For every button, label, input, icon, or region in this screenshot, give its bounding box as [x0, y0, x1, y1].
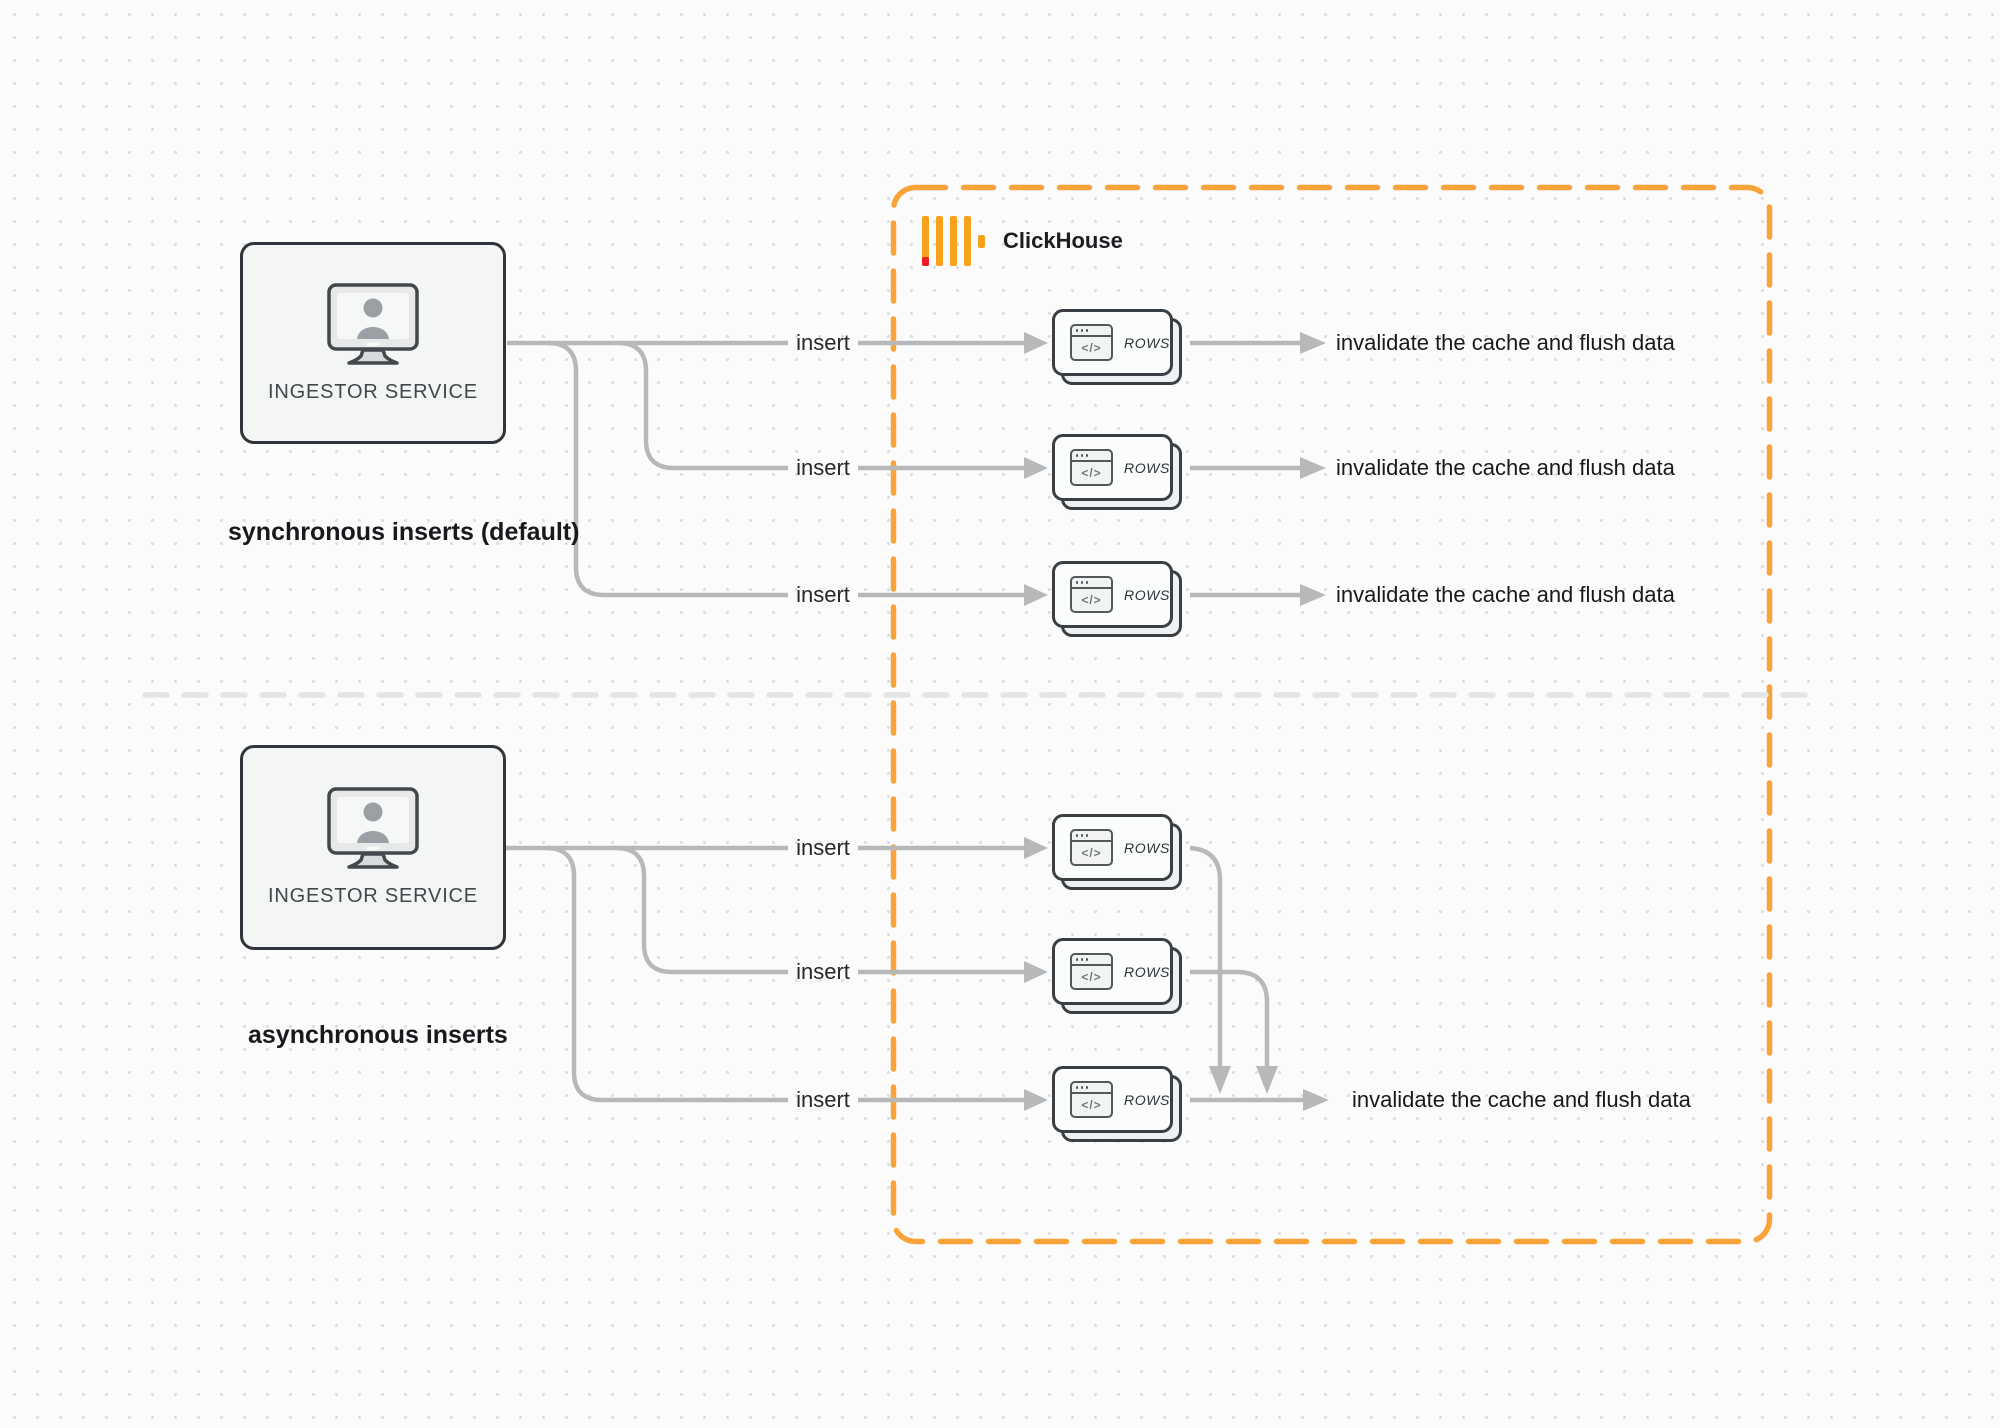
connector-lines	[505, 340, 1303, 1103]
service-label: INGESTOR SERVICE	[268, 380, 478, 403]
rows-label: ROWS	[1124, 963, 1170, 980]
arrowhead	[1024, 332, 1048, 354]
async-line-2-pre	[615, 845, 788, 975]
code-window-icon: </>	[1070, 953, 1113, 990]
invalidate-label: invalidate the cache and flush data	[1336, 582, 1675, 607]
rows-batch: </> ROWS	[1052, 1066, 1182, 1142]
service-label: INGESTOR SERVICE	[268, 885, 478, 907]
insert-label: insert	[796, 959, 850, 984]
code-window-icon: </>	[1070, 829, 1113, 866]
invalidate-label: invalidate the cache and flush data	[1336, 455, 1675, 480]
arrowheads	[1024, 332, 1329, 1111]
arrowhead	[1300, 457, 1326, 479]
arrowhead-down	[1256, 1066, 1278, 1094]
insert-label: insert	[796, 835, 850, 860]
user-icon	[363, 802, 383, 822]
async-line-3-pre	[545, 845, 788, 1103]
code-glyph: </>	[1081, 593, 1102, 607]
async-merge-line-1	[1189, 845, 1223, 1066]
code-glyph: </>	[1081, 970, 1102, 984]
arrowhead	[1024, 1089, 1048, 1111]
code-glyph: </>	[1081, 341, 1102, 355]
arrowhead	[1024, 837, 1048, 859]
code-window-icon: </>	[1070, 449, 1113, 486]
monitor-user-icon	[327, 282, 419, 365]
rows-label: ROWS	[1124, 839, 1170, 856]
monitor-user-icon	[327, 787, 419, 869]
invalidate-label: invalidate the cache and flush data	[1352, 1087, 1691, 1112]
arrowhead	[1024, 584, 1048, 606]
clickhouse-logo: ClickHouse	[922, 216, 1123, 266]
insert-label: insert	[796, 330, 850, 355]
clickhouse-boundary	[890, 184, 1773, 1245]
arrowhead	[1300, 584, 1326, 606]
code-window-icon: </>	[1070, 576, 1113, 613]
insert-label: insert	[796, 455, 850, 480]
arrowhead	[1303, 1089, 1329, 1111]
insert-label: insert	[796, 1087, 850, 1112]
invalidate-label: invalidate the cache and flush data	[1336, 330, 1675, 355]
arrowhead-down	[1209, 1066, 1231, 1094]
code-window-icon: </>	[1070, 324, 1113, 361]
sync-line-2-pre	[617, 340, 788, 471]
rows-label: ROWS	[1124, 586, 1170, 603]
clickhouse-logo-icon	[922, 216, 985, 266]
async-caption: asynchronous inserts	[248, 1021, 508, 1049]
code-glyph: </>	[1081, 1098, 1102, 1112]
insert-label: insert	[796, 582, 850, 607]
sync-caption: synchronous inserts (default)	[228, 518, 580, 546]
rows-label: ROWS	[1124, 459, 1170, 476]
rows-label: ROWS	[1124, 334, 1170, 351]
rows-batch: </> ROWS	[1052, 434, 1182, 510]
arrowhead	[1300, 332, 1326, 354]
sync-line-3-pre	[547, 340, 788, 598]
rows-batch: </> ROWS	[1052, 561, 1182, 637]
code-glyph: </>	[1081, 846, 1102, 860]
rows-batch: </> ROWS	[1052, 814, 1182, 890]
arrowhead	[1024, 961, 1048, 983]
code-glyph: </>	[1081, 466, 1102, 480]
arrowhead	[1024, 457, 1048, 479]
async-merge-line-2	[1190, 969, 1270, 1066]
user-icon	[363, 298, 383, 317]
ingestor-service-async: INGESTOR SERVICE	[240, 745, 506, 950]
code-window-icon: </>	[1070, 1081, 1113, 1118]
rows-batch: </> ROWS	[1052, 309, 1182, 385]
rows-batch: </> ROWS	[1052, 938, 1182, 1014]
clickhouse-label: ClickHouse	[1003, 228, 1123, 253]
rows-label: ROWS	[1124, 1091, 1170, 1108]
ingestor-service-sync: INGESTOR SERVICE	[240, 242, 506, 444]
